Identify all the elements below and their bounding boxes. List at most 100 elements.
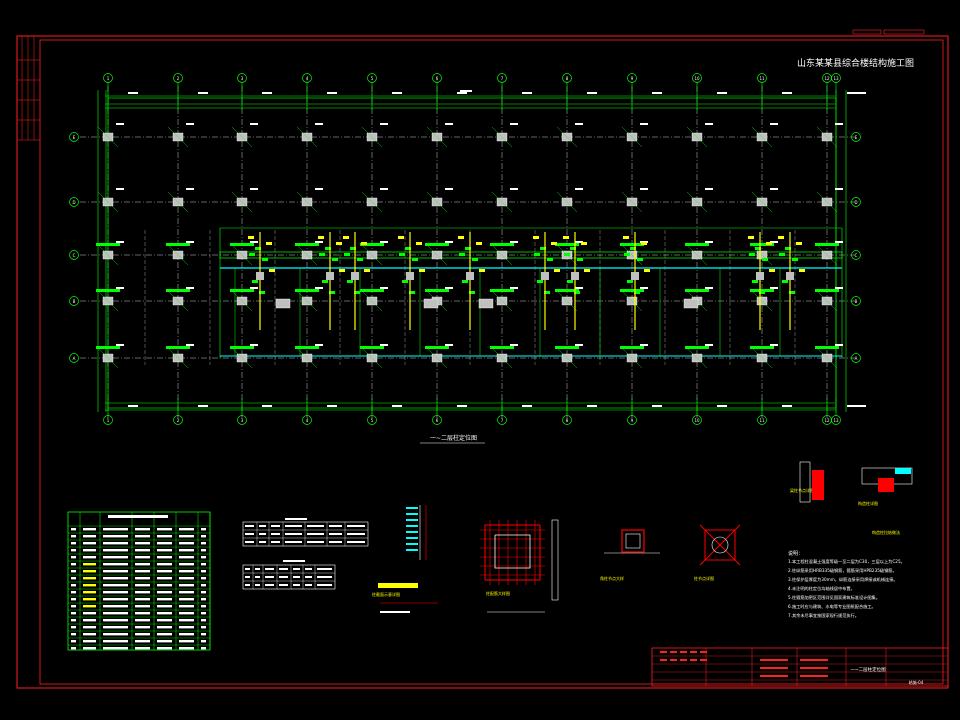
column-tag	[640, 123, 648, 125]
cluster-mark	[462, 280, 468, 283]
detail-caption: 柱配筋大样图	[486, 590, 510, 596]
column-leader	[231, 126, 253, 148]
node-detail	[704, 529, 736, 561]
column-tag	[640, 287, 648, 289]
column-tag	[705, 241, 713, 243]
axis-number-label: 3	[241, 76, 244, 81]
cluster-mark	[344, 253, 350, 256]
cluster-mark	[357, 258, 363, 261]
note-line: 2.柱纵筋采用HRB335级钢筋，箍筋采用HPB235级钢筋。	[788, 567, 897, 574]
rebar-detail-tag	[406, 543, 418, 545]
column-section-detail	[484, 524, 541, 581]
column-tag	[835, 287, 843, 289]
cluster-mark	[325, 247, 331, 250]
column-leader	[491, 347, 513, 369]
axis-number-label: 1	[107, 418, 110, 423]
rebar-detail-tag	[406, 513, 418, 515]
cluster-mark	[634, 291, 640, 294]
schedule-cell-text	[135, 584, 150, 587]
column-tag	[116, 123, 124, 125]
cluster-mark	[563, 236, 569, 239]
table-b-cell	[245, 568, 250, 570]
schedule-cell-text	[83, 647, 96, 650]
schedule-cell-text	[135, 549, 150, 552]
column-leader	[97, 347, 119, 369]
schedule-cell-text	[83, 528, 96, 531]
schedule-cell-text	[157, 570, 172, 573]
schedule-cell-text	[103, 598, 128, 601]
table-a-cell	[259, 525, 266, 527]
column-leader	[491, 126, 513, 148]
column-leader	[426, 244, 448, 266]
schedule-cell-text	[71, 577, 76, 580]
drawing-name: 一~二层柱定位图	[850, 666, 886, 673]
schedule-cell-text	[71, 570, 76, 573]
schedule-cell-text	[71, 556, 76, 559]
note-line: 6.施工时应与建筑、水电等专业图纸配合施工。	[788, 603, 876, 610]
column-rebar-marker	[750, 243, 774, 246]
cluster-column	[756, 272, 764, 280]
schedule-cell-text	[71, 633, 76, 636]
dimension-text-mark	[457, 405, 467, 407]
column-rebar-marker	[96, 289, 120, 292]
column-leader	[751, 347, 773, 369]
column-tag	[250, 188, 258, 190]
column-leader	[686, 347, 708, 369]
column-rebar-marker	[425, 243, 449, 246]
schedule-cell-text	[201, 619, 206, 622]
schedule-cell-text	[157, 633, 172, 636]
schedule-cell-text	[71, 619, 76, 622]
cluster-mark	[329, 291, 335, 294]
schedule-cell-text	[135, 640, 150, 643]
cluster-mark	[540, 247, 546, 250]
cluster-mark	[343, 236, 349, 239]
table-b-cell	[255, 584, 260, 586]
dimension-text-mark	[128, 92, 138, 94]
schedule-cell-text	[201, 605, 206, 608]
cluster-mark	[577, 258, 583, 261]
column-tag	[315, 344, 323, 346]
rebar-detail-tag	[406, 549, 418, 551]
table-a-cell	[329, 533, 342, 535]
axis-number-label: 4	[306, 76, 309, 81]
dense-detail-cluster	[778, 232, 805, 330]
cluster-mark	[459, 253, 465, 256]
dense-detail-cluster	[623, 232, 650, 330]
column-rebar-marker	[815, 289, 839, 292]
table-a-cell	[259, 541, 266, 543]
table-b-cell	[317, 584, 332, 586]
column-tag	[315, 241, 323, 243]
column-tag	[640, 344, 648, 346]
column-tag	[835, 241, 843, 243]
title-block-field	[680, 659, 687, 661]
schedule-cell-text	[179, 591, 194, 594]
schedule-cell-text	[103, 563, 128, 566]
cluster-mark	[641, 242, 647, 245]
column-tag	[835, 188, 843, 190]
column-rebar-marker	[96, 346, 120, 349]
column-leader	[556, 126, 578, 148]
axis-bubble-letter	[851, 132, 861, 142]
dimension-text-mark	[392, 92, 402, 94]
schedule-cell-text	[103, 619, 128, 622]
schedule-cell-text	[201, 612, 206, 615]
cluster-mark	[364, 269, 370, 272]
axis-letter-label: D	[854, 200, 857, 205]
table-a-cell	[329, 525, 342, 527]
column-leader	[167, 126, 189, 148]
cluster-mark	[249, 253, 255, 256]
outer-border	[16, 35, 949, 689]
column-rebar-marker	[295, 289, 319, 292]
column-schedule-table	[67, 511, 211, 651]
schedule-cell-text	[201, 549, 206, 552]
schedule-cell-text	[201, 535, 206, 538]
cluster-mark	[567, 280, 573, 283]
table-b-cell	[245, 584, 250, 586]
column-leader	[491, 191, 513, 213]
schedule-cell-text	[103, 535, 128, 538]
title-block-field	[700, 651, 707, 653]
cluster-mark	[554, 269, 560, 272]
column-rebar-marker	[295, 346, 319, 349]
schedule-cell-text	[157, 612, 172, 615]
